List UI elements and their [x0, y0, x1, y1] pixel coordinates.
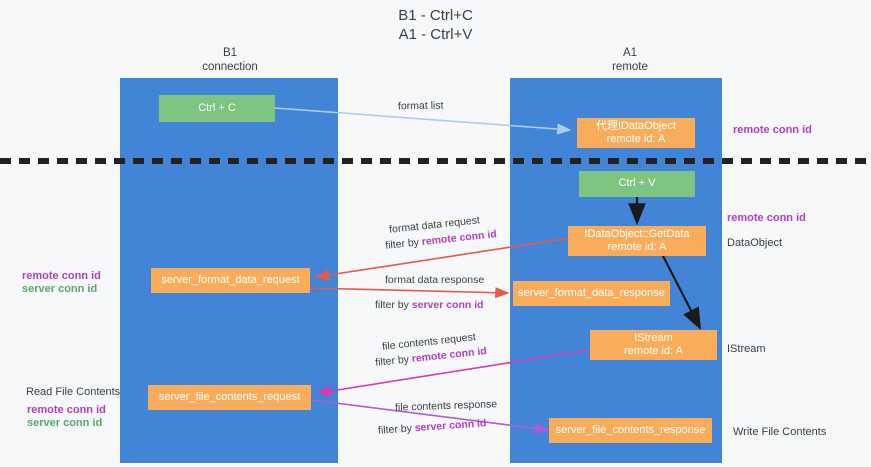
box-proxy-dataobject-line2: remote id: A [606, 133, 666, 145]
box-getdata-line1: IDataObject::GetData [584, 227, 690, 240]
box-istream-line2: remote id: A [624, 345, 683, 357]
label-format-data-response: format data response [385, 274, 485, 286]
filter-by-text-3: filter by [374, 353, 410, 369]
right-label-dataobject: DataObject [727, 237, 783, 249]
box-getdata-line2: remote id: A [607, 241, 667, 253]
left-label-server-conn-id-2: server conn id [27, 417, 103, 429]
server-conn-id-text-2: server conn id [414, 417, 487, 435]
box-istream-line1: IStream [634, 331, 673, 344]
server-conn-id-text-1: server conn id [411, 299, 484, 311]
box-server-file-contents-response[interactable]: server_file_contents_response [549, 418, 712, 443]
filter-by-text-4: filter by [377, 422, 413, 437]
box-server-format-data-response[interactable]: server_format_data_response [513, 281, 670, 306]
left-label-remote-conn-id-2: remote conn id [27, 404, 106, 416]
box-proxy-dataobject-line1: 代理IDataObject [595, 119, 677, 132]
page-title-line2: A1 - Ctrl+V [398, 26, 473, 43]
right-label-remote-conn-id-mid: remote conn id [727, 212, 806, 224]
label-filter-by-server-conn-id-1: filter by server conn id [375, 299, 484, 312]
filter-by-text-2: filter by [375, 299, 409, 311]
label-filter-by-server-conn-id-2: filter by server conn id [378, 417, 487, 438]
column-header-a1-role: remote [612, 61, 648, 73]
box-ctrl-v-label: Ctrl + V [618, 177, 656, 190]
left-label-server-conn-id-1: server conn id [22, 283, 98, 295]
label-file-contents-response: file contents response [394, 398, 498, 414]
box-ctrl-c-label: Ctrl + C [198, 101, 236, 114]
box-server-file-contents-request[interactable]: server_file_contents_request [148, 385, 311, 410]
box-server-file-contents-response-label: server_file_contents_response [555, 423, 706, 436]
column-header-b1-name: B1 [222, 47, 238, 59]
phase-divider [0, 158, 871, 164]
left-label-read-file-contents: Read File Contents [26, 386, 121, 398]
box-istream[interactable]: IStream remote id: A [590, 330, 717, 360]
filter-by-text-1: filter by [384, 236, 420, 252]
column-header-b1: B1 connection [120, 46, 340, 74]
column-header-b1-role: connection [202, 61, 258, 73]
box-server-format-data-request-label: server_format_data_request [161, 273, 300, 286]
label-format-list: format list [397, 99, 444, 113]
box-ctrl-c[interactable]: Ctrl + C [159, 95, 275, 122]
column-header-a1-name: A1 [622, 47, 638, 59]
page-title: B1 - Ctrl+C A1 - Ctrl+V [0, 6, 871, 44]
box-proxy-dataobject[interactable]: 代理IDataObject remote id: A [577, 118, 695, 148]
right-label-write-file-contents: Write File Contents [733, 426, 827, 438]
column-header-a1: A1 remote [510, 46, 750, 74]
box-idataobject-getdata[interactable]: IDataObject::GetData remote id: A [568, 226, 706, 256]
box-server-file-contents-request-label: server_file_contents_request [158, 390, 301, 403]
left-label-remote-conn-id-1: remote conn id [22, 270, 101, 282]
right-label-remote-conn-id-top: remote conn id [733, 124, 812, 136]
box-ctrl-v[interactable]: Ctrl + V [579, 171, 695, 197]
page-title-line1: B1 - Ctrl+C [398, 7, 473, 24]
right-label-istream: IStream [727, 343, 766, 355]
box-server-format-data-request[interactable]: server_format_data_request [151, 268, 310, 293]
box-server-format-data-response-label: server_format_data_response [518, 286, 665, 299]
